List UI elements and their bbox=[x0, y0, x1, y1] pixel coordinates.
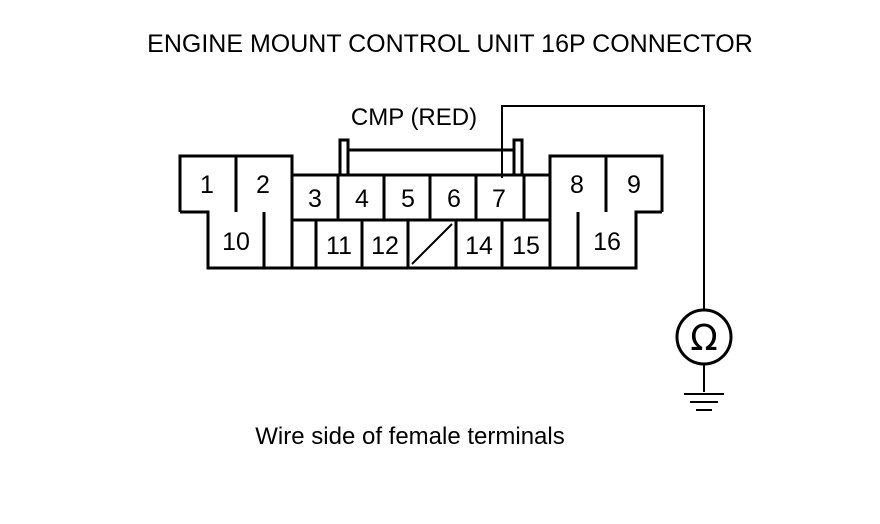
pin-12-label: 12 bbox=[371, 232, 399, 260]
ground-icon bbox=[684, 393, 724, 411]
pin-3-label: 3 bbox=[308, 185, 322, 213]
lock-tab-left bbox=[338, 138, 350, 177]
pin-1-label: 1 bbox=[200, 171, 214, 199]
diagram-title: ENGINE MOUNT CONTROL UNIT 16P CONNECTOR bbox=[147, 30, 753, 58]
unused-cavity-mark bbox=[411, 223, 453, 265]
ohm-icon: Ω bbox=[690, 318, 718, 359]
pin-7-label: 7 bbox=[492, 185, 506, 213]
connector-outline-top bbox=[178, 154, 664, 212]
pin-11-label: 11 bbox=[326, 232, 352, 260]
diagram-caption: Wire side of female terminals bbox=[255, 423, 564, 450]
pin-15-label: 15 bbox=[512, 232, 540, 260]
pin-2-label: 2 bbox=[256, 171, 270, 199]
connector-body bbox=[178, 154, 664, 270]
pin-16-label: 16 bbox=[593, 228, 621, 256]
ohmmeter: Ω bbox=[675, 308, 733, 392]
pin-10-label: 10 bbox=[222, 228, 250, 256]
pin-numbers: 1 2 3 4 5 6 7 8 9 10 11 12 14 15 16 bbox=[200, 171, 641, 260]
pin-4-label: 4 bbox=[355, 185, 369, 213]
lock-tab-right bbox=[512, 138, 524, 177]
connector-outline-bottom bbox=[180, 210, 662, 270]
pin-14-label: 14 bbox=[465, 232, 493, 260]
probe-label: CMP (RED) bbox=[351, 104, 477, 131]
lock-tab bbox=[338, 138, 524, 177]
pin-6-label: 6 bbox=[447, 185, 461, 213]
pin-8-label: 8 bbox=[570, 171, 584, 199]
probe-wire bbox=[501, 105, 705, 310]
pin-5-label: 5 bbox=[401, 185, 415, 213]
pin-9-label: 9 bbox=[627, 171, 641, 199]
